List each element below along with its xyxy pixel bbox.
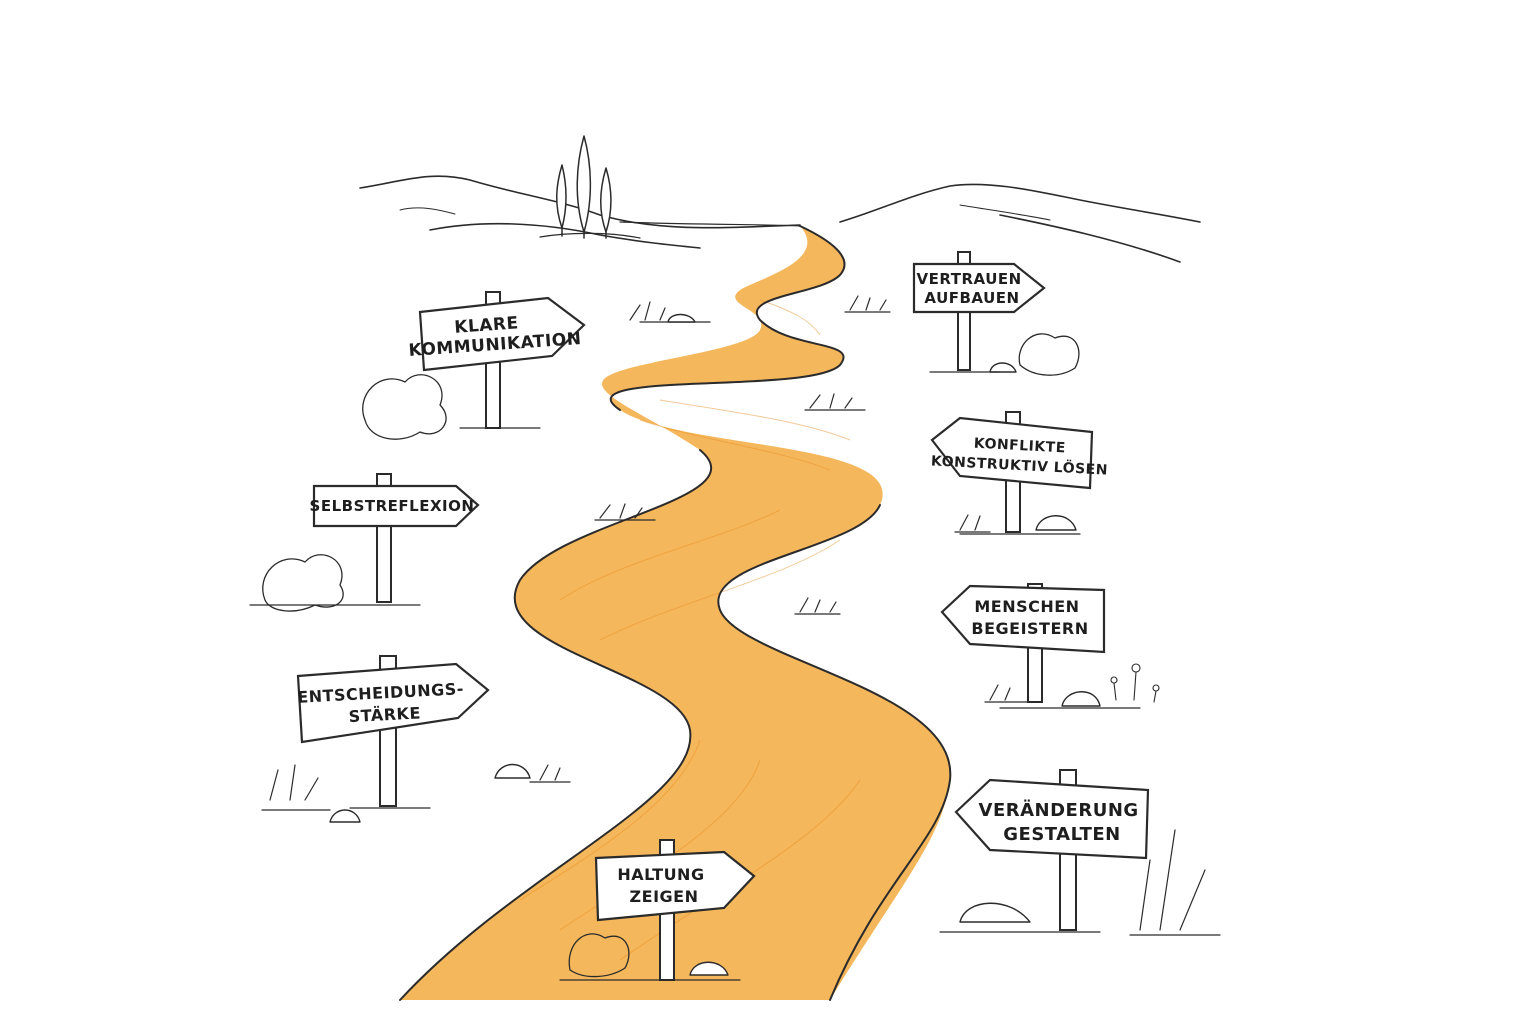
sign-line-2: ZEIGEN bbox=[630, 887, 699, 906]
sign-line-1: KLARE bbox=[454, 313, 520, 337]
sign-line-1: KONFLIKTE bbox=[973, 436, 1066, 457]
signpost-selbstreflexion: SELBSTREFLEXION bbox=[310, 473, 480, 603]
bush-icon bbox=[262, 333, 1080, 978]
sign-line-1: VERTRAUEN bbox=[917, 270, 1022, 288]
svg-text:VERÄNDERUNG GESTALTEN: VERÄNDERUNG GESTALTEN bbox=[979, 799, 1146, 845]
svg-text:HALTUNG ZEIGEN: HALTUNG ZEIGEN bbox=[617, 865, 710, 906]
signpost-vertrauen-aufbauen: VERTRAUEN AUFBAUEN bbox=[912, 251, 1046, 371]
sign-line-1: HALTUNG bbox=[617, 865, 704, 884]
flower-icon bbox=[1110, 663, 1160, 703]
signpost-klare-kommunikation: KLARE KOMMUNIKATION bbox=[408, 291, 586, 429]
cypress-trees-icon bbox=[539, 135, 641, 239]
svg-text:VERTRAUEN AUFBAUEN: VERTRAUEN AUFBAUEN bbox=[917, 270, 1028, 307]
sign-line-1: VERÄNDERUNG bbox=[979, 799, 1139, 821]
sign-line-1: SELBSTREFLEXION bbox=[310, 497, 475, 515]
sign-line-2: AUFBAUEN bbox=[924, 289, 1019, 307]
rock-icon bbox=[329, 313, 1101, 976]
sign-line-2: GESTALTEN bbox=[1003, 824, 1120, 845]
signpost-konflikte-konstruktiv-loesen: KONFLIKTE KONSTRUKTIV LÖSEN bbox=[930, 411, 1108, 533]
svg-text:SELBSTREFLEXION: SELBSTREFLEXION bbox=[310, 497, 475, 515]
sign-line-1: MENSCHEN bbox=[974, 597, 1079, 616]
signpost-veraenderung-gestalten: VERÄNDERUNG GESTALTEN bbox=[954, 769, 1150, 931]
winding-road-icon bbox=[399, 225, 952, 1001]
ground-lines bbox=[249, 371, 1141, 981]
svg-text:MENSCHEN BEGEISTERN: MENSCHEN BEGEISTERN bbox=[971, 597, 1088, 638]
signpost-menschen-begeistern: MENSCHEN BEGEISTERN bbox=[940, 583, 1106, 703]
sign-line-2: BEGEISTERN bbox=[971, 619, 1088, 638]
sign-line-2: STÄRKE bbox=[348, 703, 421, 726]
signpost-entscheidungsstaerke: ENTSCHEIDUNGS- STÄRKE bbox=[297, 655, 490, 807]
hills-icon bbox=[359, 175, 1201, 263]
grass-tuft-icon bbox=[261, 295, 1221, 936]
signpost-haltung-zeigen: HALTUNG ZEIGEN bbox=[594, 839, 756, 981]
